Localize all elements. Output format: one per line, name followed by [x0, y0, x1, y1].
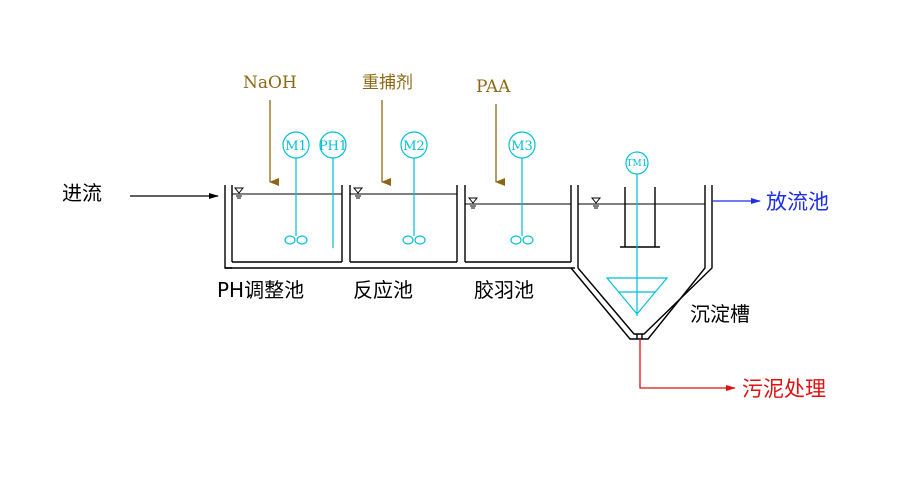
mixer-m2-label: M2: [403, 139, 425, 154]
center-well: [620, 187, 660, 248]
ph-probe: [319, 131, 347, 248]
scraper-tm1: [605, 151, 669, 316]
scraper-tm1-label: TM1: [627, 159, 648, 169]
sludge-line: [639, 339, 736, 391]
naoh-label: NaOH: [243, 73, 297, 93]
water-levels: [232, 193, 705, 205]
settling-tank-label: 沉淀槽: [690, 302, 750, 326]
chelator-label: 重捕剂: [362, 73, 413, 93]
mixer-m2: [400, 131, 428, 245]
discharge-label: 放流池: [766, 190, 829, 214]
tank-structure: [224, 185, 713, 340]
reaction-tank-label: 反应池: [353, 278, 413, 302]
mixer-m1-label: M1: [285, 139, 307, 154]
ph-tank-label: PH调整池: [217, 278, 304, 302]
inflow-label: 进流: [62, 181, 102, 205]
water-level-symbols: [233, 187, 602, 209]
sludge-label: 污泥处理: [742, 377, 826, 401]
paa-label: PAA: [476, 77, 511, 97]
mixer-m1: [282, 131, 310, 245]
flocculation-tank-label: 胶羽池: [474, 278, 534, 302]
mixer-m3: [508, 131, 536, 245]
ph-probe-label: PH1: [319, 139, 347, 154]
mixer-m3-label: M3: [511, 139, 533, 154]
